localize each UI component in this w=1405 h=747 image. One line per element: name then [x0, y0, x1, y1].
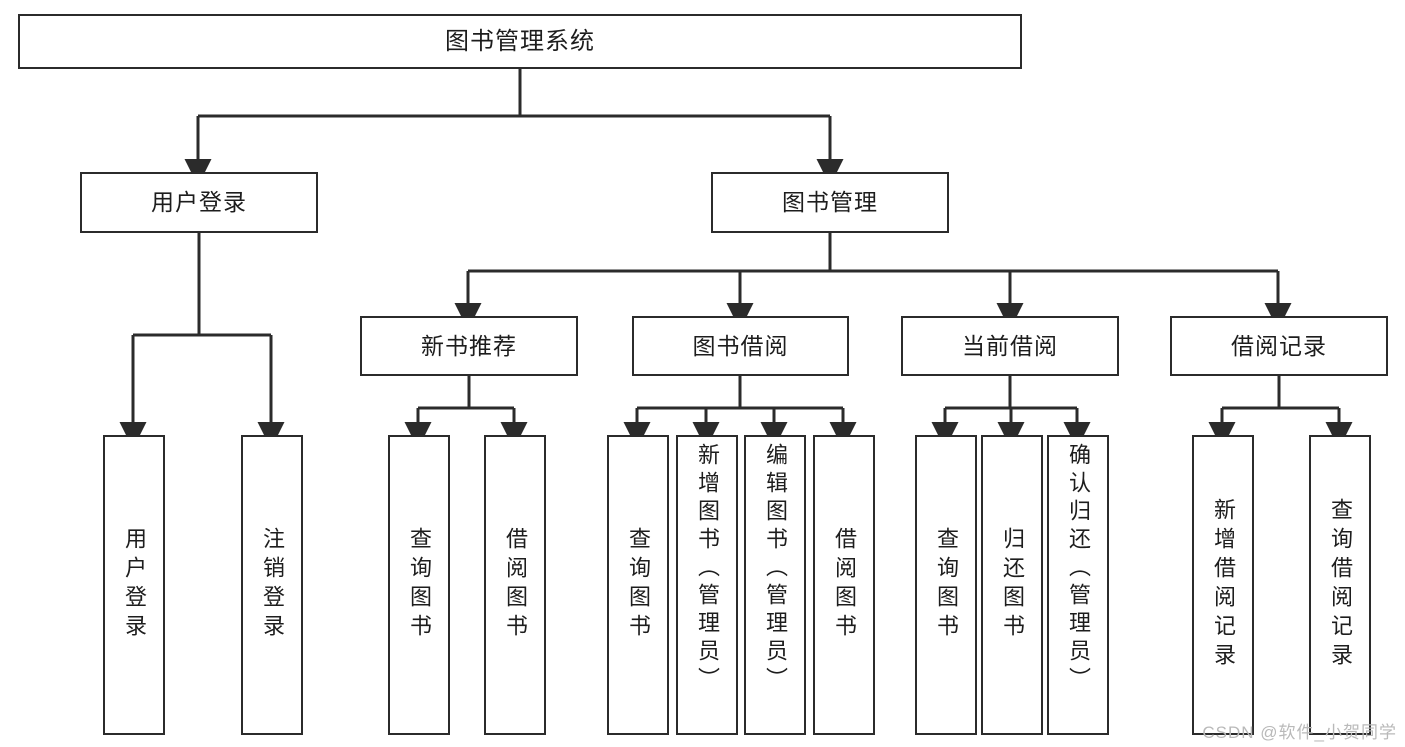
- node-label: 新增图书（管理员）: [695, 443, 720, 695]
- node-label: 图书管理系统: [445, 27, 595, 55]
- node-label: 编辑图书（管理员）: [763, 443, 788, 695]
- node-book-borrow[interactable]: 图书借阅: [632, 316, 849, 376]
- leaf-user-login-signin[interactable]: 用户登录: [103, 435, 165, 735]
- node-label: 新书推荐: [421, 332, 517, 359]
- node-label: 图书管理: [782, 189, 878, 215]
- node-label: 查询图书: [934, 527, 959, 643]
- node-label: 当前借阅: [962, 332, 1058, 359]
- leaf-new-book-borrow[interactable]: 借阅图书: [484, 435, 546, 735]
- node-label: 新增借阅记录: [1211, 498, 1236, 672]
- node-label: 借阅图书: [503, 527, 528, 643]
- leaf-new-book-query[interactable]: 查询图书: [388, 435, 450, 735]
- leaf-borrow-edit-book-admin[interactable]: 编辑图书（管理员）: [744, 435, 806, 735]
- node-label: 注销登录: [260, 527, 285, 643]
- node-new-book-recommend[interactable]: 新书推荐: [360, 316, 578, 376]
- node-label: 借阅图书: [832, 527, 857, 643]
- leaf-current-confirm-return-admin[interactable]: 确认归还（管理员）: [1047, 435, 1109, 735]
- leaf-current-query-book[interactable]: 查询图书: [915, 435, 977, 735]
- leaf-record-query-record[interactable]: 查询借阅记录: [1309, 435, 1371, 735]
- leaf-record-add-record[interactable]: 新增借阅记录: [1192, 435, 1254, 735]
- leaf-current-return-book[interactable]: 归还图书: [981, 435, 1043, 735]
- leaf-borrow-query-book[interactable]: 查询图书: [607, 435, 669, 735]
- node-book-management[interactable]: 图书管理: [711, 172, 949, 233]
- leaf-borrow-borrow-book[interactable]: 借阅图书: [813, 435, 875, 735]
- leaf-borrow-add-book-admin[interactable]: 新增图书（管理员）: [676, 435, 738, 735]
- node-label: 归还图书: [1000, 527, 1025, 643]
- csdn-watermark: CSDN @软件_小贺同学: [1202, 723, 1397, 742]
- node-label: 确认归还（管理员）: [1066, 443, 1091, 695]
- node-label: 查询图书: [626, 527, 651, 643]
- node-label: 查询借阅记录: [1328, 498, 1353, 672]
- node-label: 用户登录: [122, 527, 147, 643]
- node-current-borrow[interactable]: 当前借阅: [901, 316, 1119, 376]
- leaf-user-login-signout[interactable]: 注销登录: [241, 435, 303, 735]
- node-label: 借阅记录: [1231, 332, 1327, 359]
- node-label: 查询图书: [407, 527, 432, 643]
- node-label: 图书借阅: [692, 332, 789, 359]
- node-borrow-record[interactable]: 借阅记录: [1170, 316, 1388, 376]
- node-root-system[interactable]: 图书管理系统: [18, 14, 1022, 69]
- node-user-login[interactable]: 用户登录: [80, 172, 318, 233]
- node-label: 用户登录: [151, 189, 247, 215]
